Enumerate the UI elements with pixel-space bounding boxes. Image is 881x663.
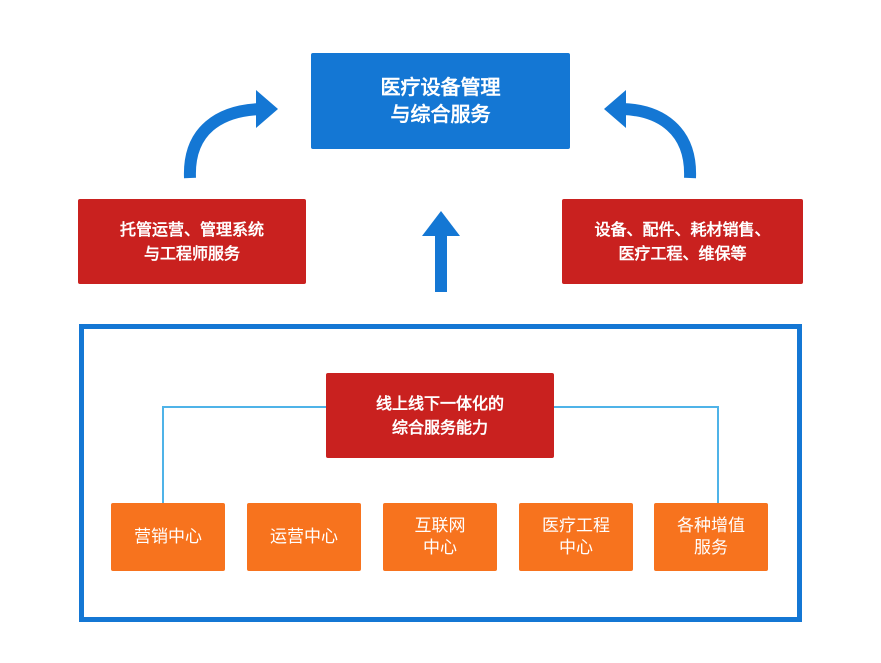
center-arrow-shaft [435, 232, 447, 292]
center-box-line1: 线上线下一体化的 [375, 393, 504, 413]
integrated-service-capability-box: 线上线下一体化的 综合服务能力 [326, 373, 554, 458]
left-curved-arrow [183, 103, 263, 179]
top-box-line2: 与综合服务 [390, 102, 491, 126]
center-label: 营销中心 [134, 527, 202, 547]
center-label: 互联网 [414, 516, 466, 536]
center-arrowhead [422, 211, 460, 236]
center-label: 运营中心 [270, 527, 338, 547]
top-box-line1: 医疗设备管理 [380, 75, 501, 99]
center-box-marketing: 营销中心 [111, 503, 225, 571]
center-label: 各种增值 [677, 516, 745, 536]
center-box-value-added: 各种增值 服务 [654, 503, 768, 571]
center-box-operations: 运营中心 [247, 503, 361, 571]
center-label-2: 中心 [423, 538, 457, 558]
left-box-line2: 与工程师服务 [143, 243, 240, 263]
left-connector [162, 406, 326, 503]
center-label: 医疗工程 [542, 516, 610, 536]
medical-equipment-management-box: 医疗设备管理 与综合服务 [311, 53, 570, 149]
right-arrowhead [604, 90, 626, 128]
right-box-line1: 设备、配件、耗材销售、 [594, 219, 771, 239]
left-arrowhead [256, 90, 278, 128]
center-box-internet: 互联网 中心 [383, 503, 497, 571]
sales-maintenance-box: 设备、配件、耗材销售、 医疗工程、维保等 [562, 199, 803, 284]
center-box-line2: 综合服务能力 [391, 417, 488, 437]
right-curved-arrow [621, 103, 697, 179]
capability-frame [79, 324, 802, 622]
center-label-2: 服务 [694, 538, 728, 558]
hosting-services-box: 托管运营、管理系统 与工程师服务 [78, 199, 306, 284]
right-box-line2: 医疗工程、维保等 [618, 243, 747, 263]
center-label-2: 中心 [559, 538, 593, 558]
center-box-medical-engineering: 医疗工程 中心 [519, 503, 633, 571]
left-box-line1: 托管运营、管理系统 [119, 219, 264, 239]
right-connector [554, 406, 719, 503]
